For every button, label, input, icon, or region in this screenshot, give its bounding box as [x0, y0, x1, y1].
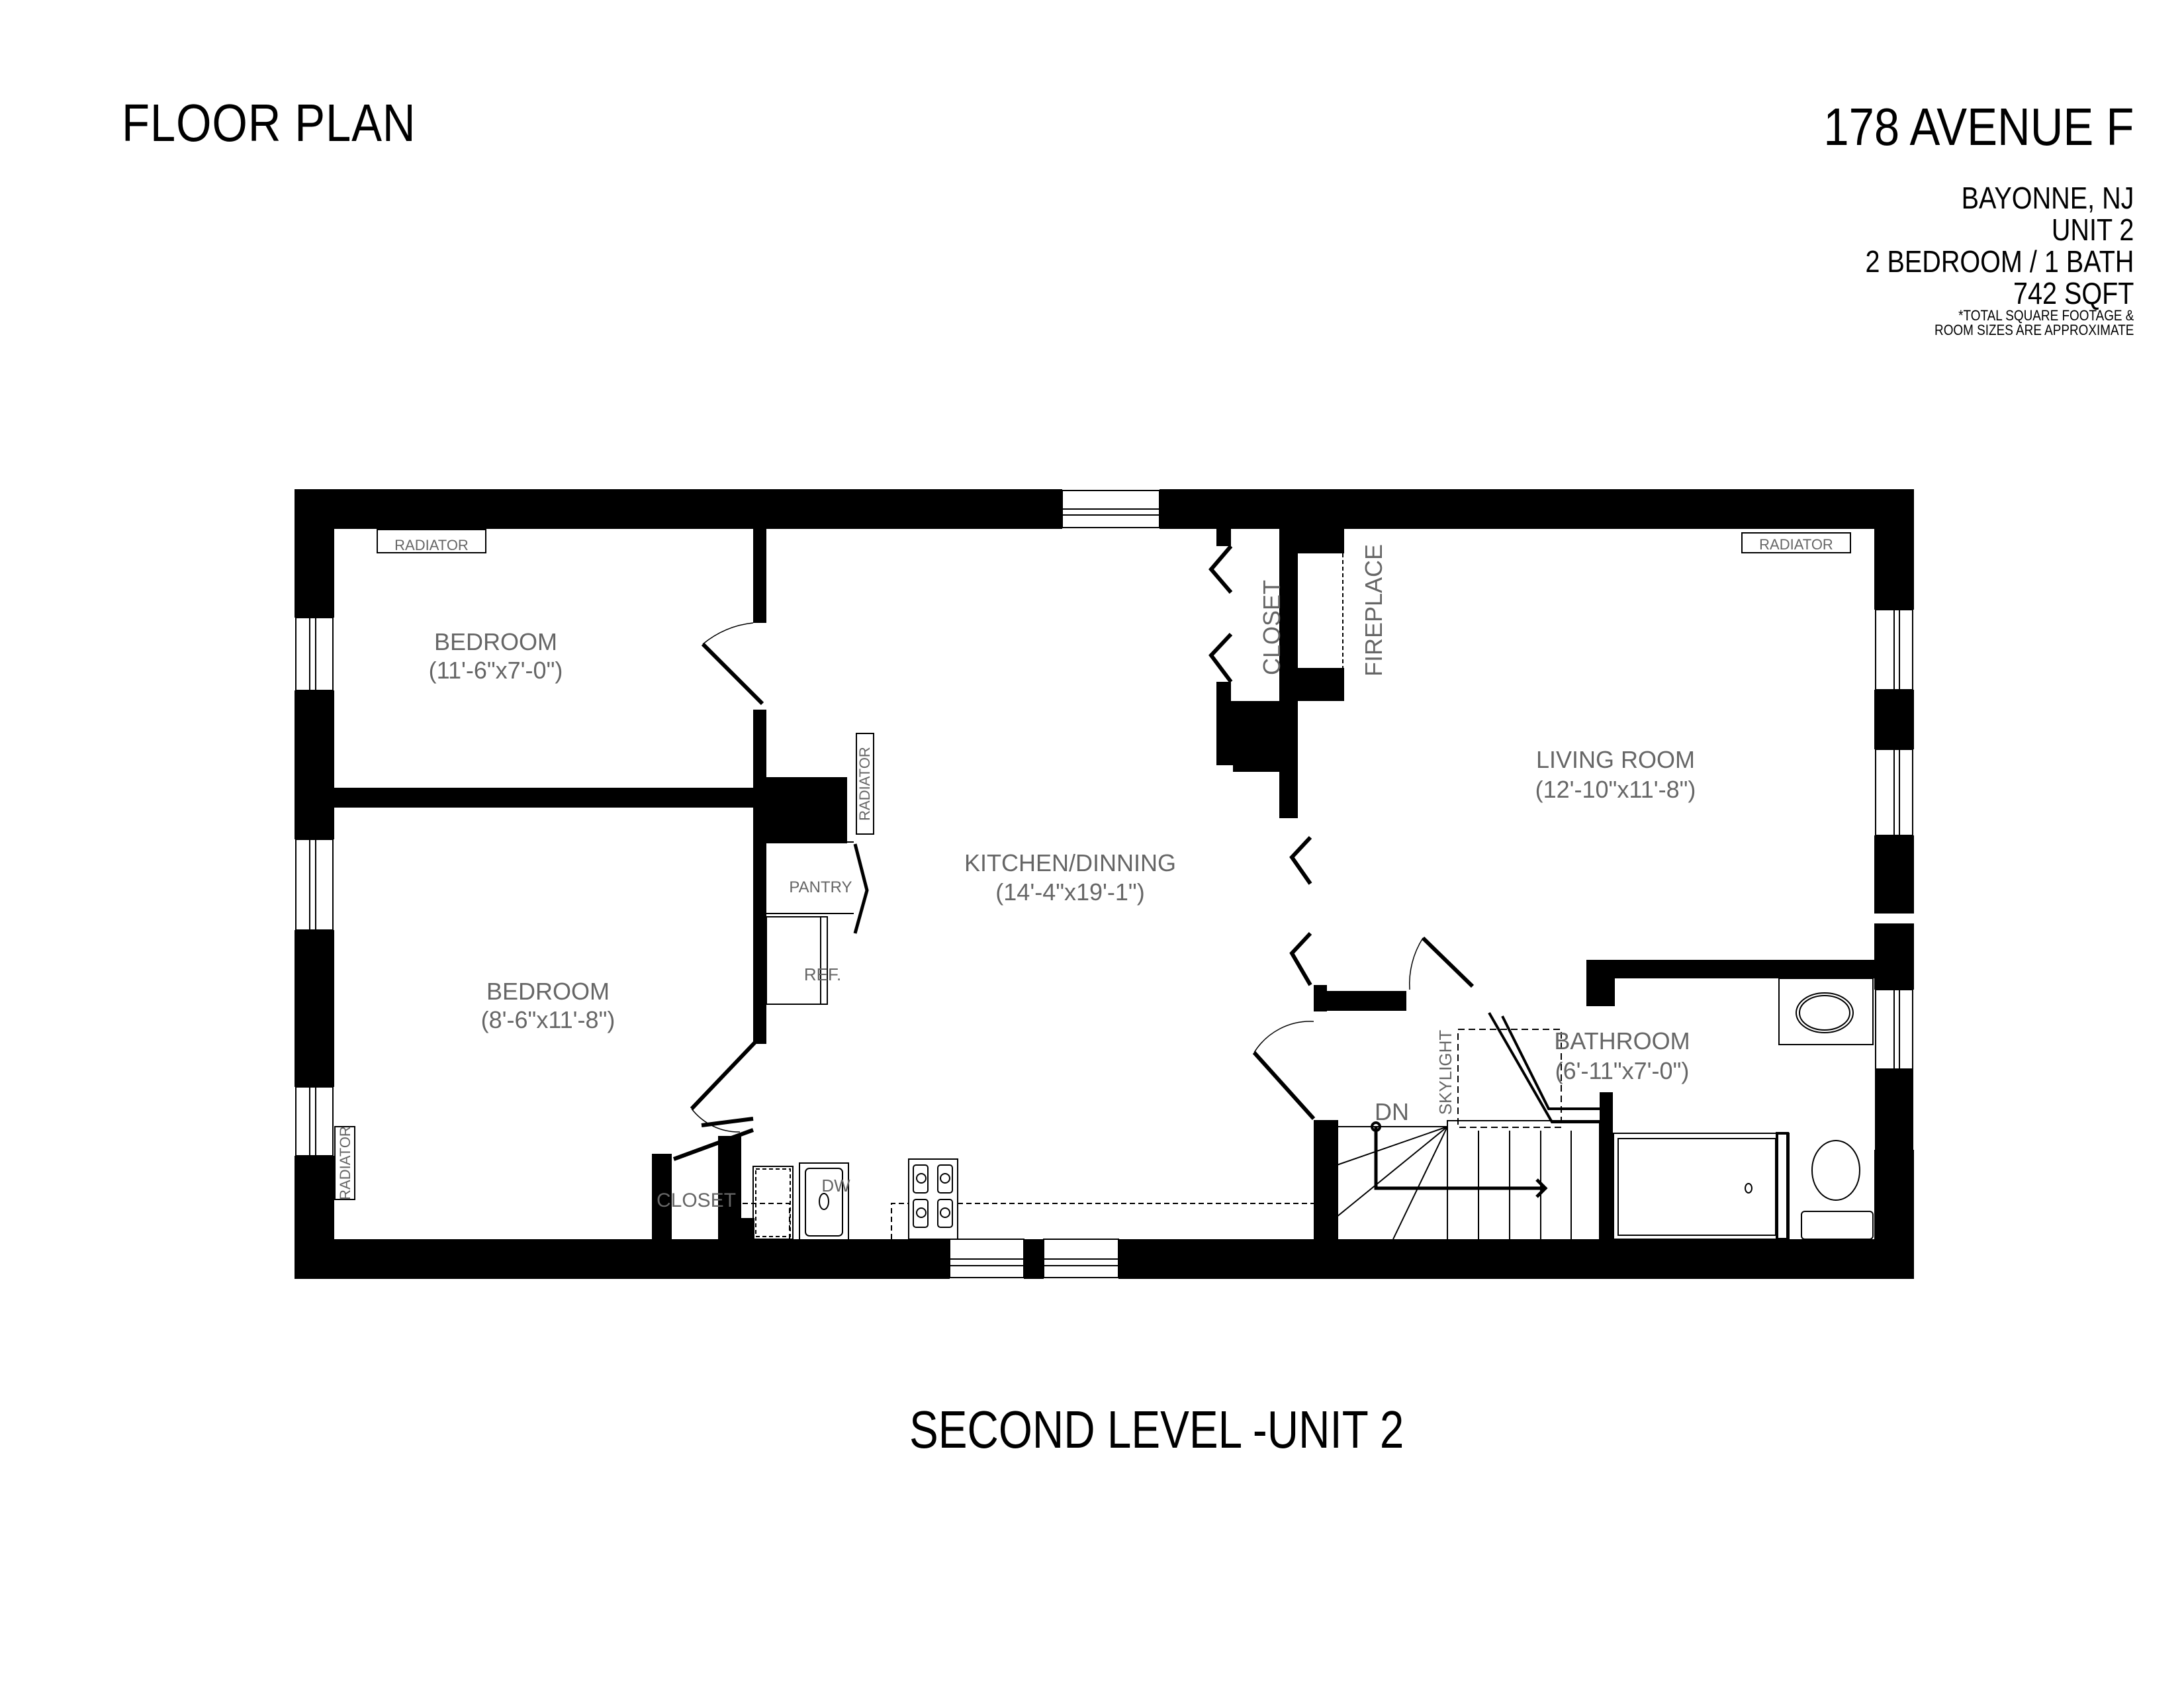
room-size: (8'-6"x11'-8"): [481, 1006, 615, 1033]
walls: [295, 489, 1914, 1279]
fireplace-label: FIREPLACE: [1360, 544, 1387, 677]
property-city: BAYONNE, NJ: [1961, 181, 2134, 215]
stairs-down-label: DN: [1375, 1098, 1409, 1125]
approx-note-2: ROOM SIZES ARE APPROXIMATE: [1934, 322, 2134, 338]
ref-label: REF.: [804, 964, 841, 984]
room-size: (12'-10"x11'-8"): [1535, 776, 1696, 803]
property-address: 178 AVENUE F: [1823, 97, 2134, 156]
skylight-label: SKYLIGHT: [1435, 1030, 1455, 1115]
room-size: (6'-11"x7'-0"): [1555, 1057, 1690, 1084]
closet-label: CLOSET: [1258, 580, 1285, 675]
radiator-label: RADIATOR: [337, 1126, 353, 1200]
dishwasher-label: DW: [821, 1176, 850, 1196]
room-name: BEDROOM: [486, 978, 610, 1005]
radiator-label: RADIATOR: [856, 747, 873, 821]
room-size: (11'-6"x7'-0"): [429, 657, 563, 684]
closet-label: CLOSET: [657, 1190, 736, 1211]
fixtures: [334, 529, 1874, 1241]
page-title: FLOOR PLAN: [122, 93, 416, 152]
property-unit: UNIT 2: [2051, 212, 2134, 247]
room-name: BATHROOM: [1554, 1027, 1690, 1055]
property-info: 178 AVENUE F BAYONNE, NJ UNIT 2 2 BEDROO…: [1773, 101, 2134, 338]
property-sqft: 742 SQFT: [2013, 276, 2134, 310]
room-labels: BEDROOM (11'-6"x7'-0") BEDROOM (8'-6"x11…: [337, 536, 1833, 1211]
approx-note-1: *TOTAL SQUARE FOOTAGE &: [1958, 307, 2134, 324]
room-size: (14'-4"x19'-1"): [995, 878, 1144, 906]
room-name: KITCHEN/DINNING: [964, 849, 1176, 876]
radiator-label: RADIATOR: [1759, 536, 1833, 553]
pantry-label: PANTRY: [789, 878, 852, 896]
level-title: SECOND LEVEL -UNIT 2: [909, 1400, 1404, 1459]
room-name: BEDROOM: [434, 628, 557, 655]
property-bed-bath: 2 BEDROOM / 1 BATH: [1865, 244, 2134, 279]
doors: [672, 545, 1475, 1161]
room-name: LIVING ROOM: [1536, 746, 1695, 773]
windows: [295, 490, 1913, 1278]
radiator-box: [377, 529, 486, 553]
radiator-label: RADIATOR: [394, 537, 469, 553]
